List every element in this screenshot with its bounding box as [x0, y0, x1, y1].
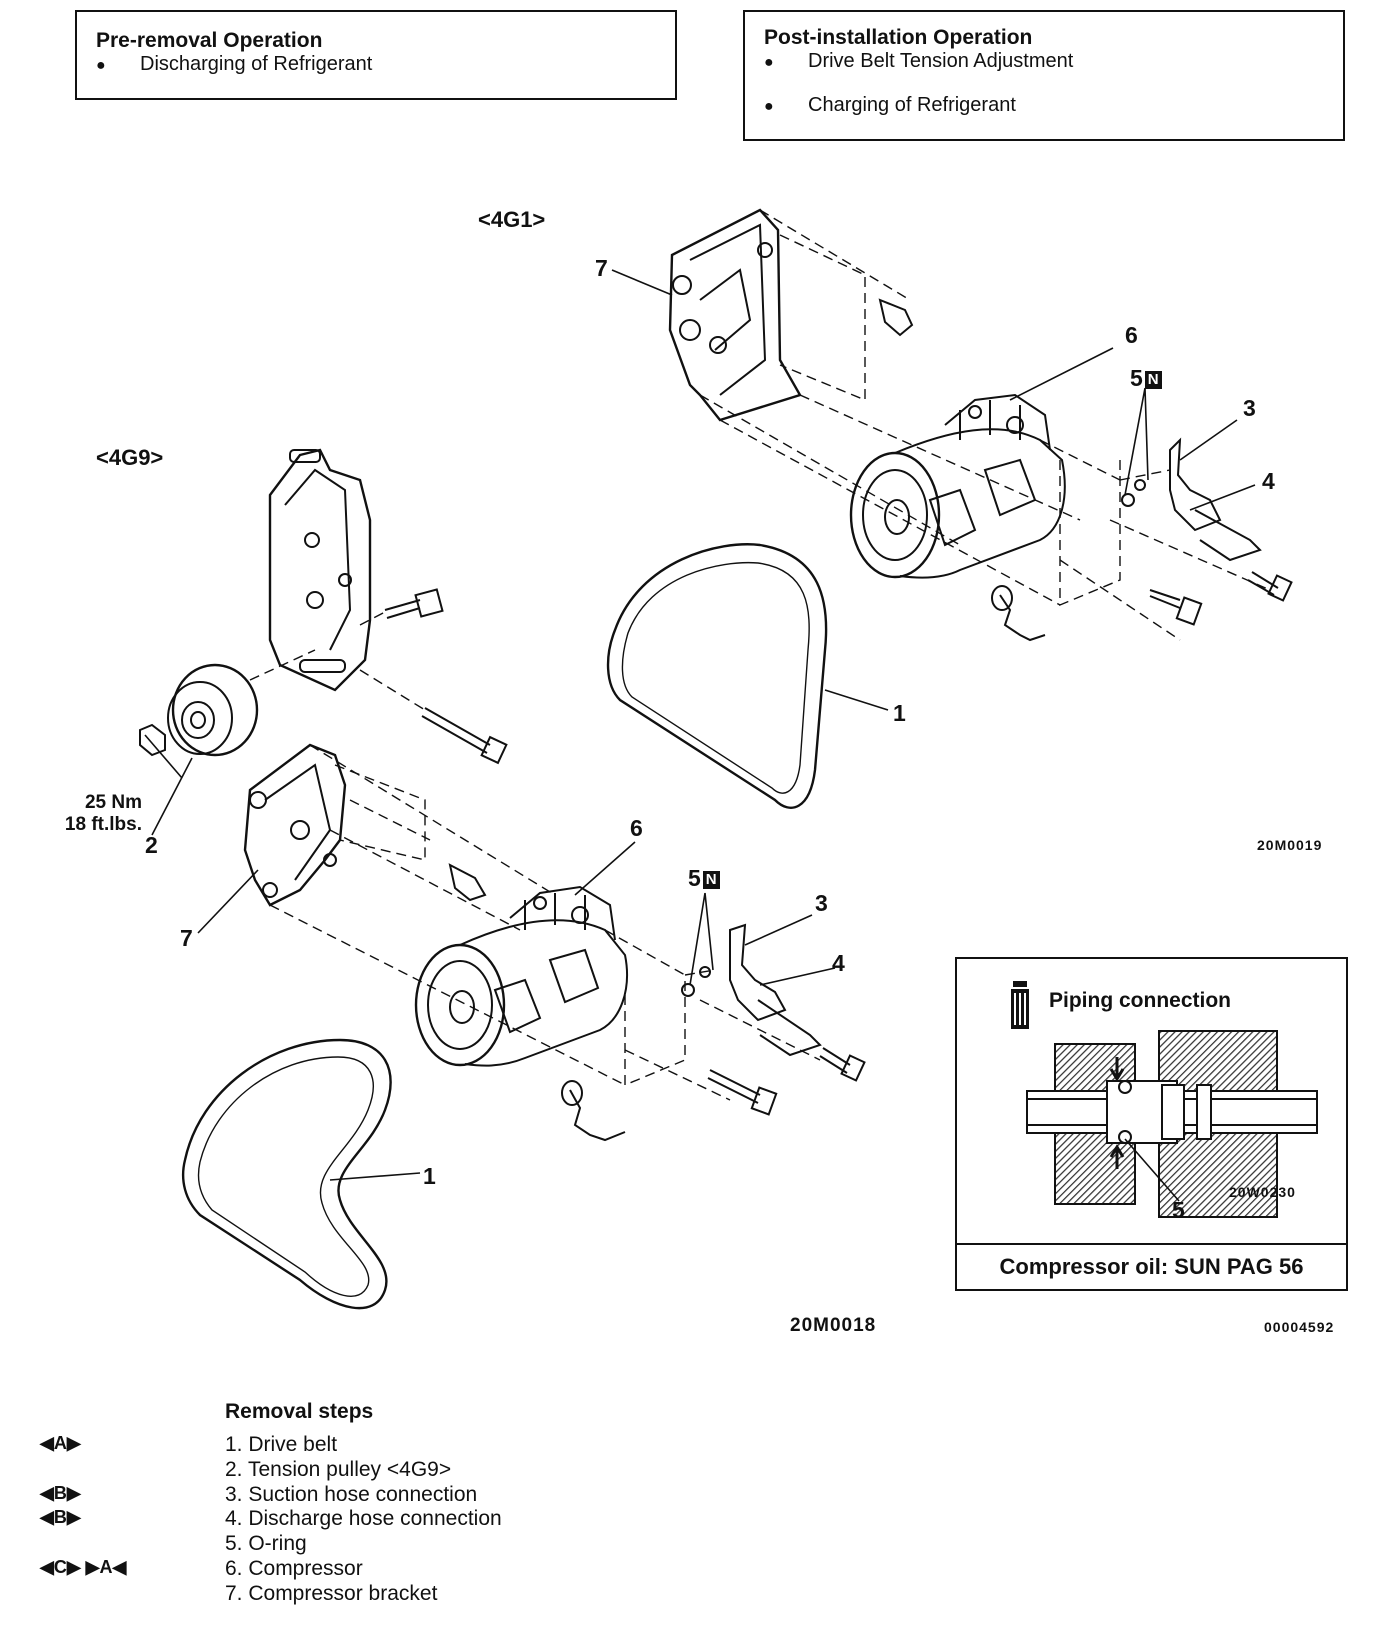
post-installation-item: ● Drive Belt Tension Adjustment: [764, 50, 1073, 73]
removal-step-text: 2. Tension pulley <4G9>: [225, 1458, 452, 1481]
inset-callout-5: 5: [1172, 1197, 1185, 1223]
drive-belt-bottom: [181, 1038, 392, 1310]
hose-fittings-top: [1121, 437, 1262, 562]
callout-3-top: 3: [1243, 395, 1256, 421]
n-badge-icon: N: [702, 871, 720, 889]
sensor-connector-bottom: [561, 1080, 626, 1142]
torque-metric: 25 Nm: [84, 792, 142, 813]
bolts-4g9: [384, 588, 508, 765]
variant-label-4g9: <4G9>: [96, 445, 164, 470]
torque-spec: 25 Nm 18 ft.lbs.: [30, 792, 142, 836]
inset-title: Piping connection: [1049, 989, 1231, 1012]
drive-belt-top: [606, 543, 828, 809]
torque-imperial: 18 ft.lbs.: [64, 814, 142, 835]
callout-2: 2: [145, 832, 158, 858]
service-point-marker: ◀B▶: [40, 1507, 81, 1527]
pipe-section-drawing: [1026, 1030, 1318, 1218]
callout-4-bottom: 4: [832, 950, 845, 976]
service-point-marker: ◀C▶ ▶A◀: [40, 1557, 127, 1577]
removal-step-text: 6. Compressor: [225, 1557, 363, 1580]
callout-1-top: 1: [893, 700, 906, 726]
removal-step-text: 4. Discharge hose connection: [225, 1507, 502, 1530]
inset-figure-code: 20W0230: [1229, 1184, 1296, 1200]
callout-6-top: 6: [1125, 322, 1138, 348]
post-installation-box: Post-installation Operation ● Drive Belt …: [743, 10, 1345, 141]
bracket-4g9: [268, 448, 372, 692]
figure-code-bottom: 20M0018: [790, 1315, 877, 1336]
callout-6-bottom: 6: [630, 815, 643, 841]
tension-pulley: [167, 663, 259, 757]
pre-removal-title: Pre-removal Operation: [96, 29, 323, 52]
post-installation-item: ● Charging of Refrigerant: [764, 94, 1016, 117]
removal-step-text: 1. Drive belt: [225, 1433, 338, 1456]
bullet-icon: ●: [96, 57, 106, 74]
removal-step-text: 5. O-ring: [225, 1532, 307, 1555]
service-point-marker: ◀A▶: [40, 1433, 81, 1453]
piping-connection-inset: Piping connection 5 20W0230 Compressor o…: [955, 957, 1348, 1291]
removal-step-text: 3. Suction hose connection: [225, 1483, 478, 1506]
leader-lines: [144, 269, 1256, 1181]
bullet-icon: ●: [764, 54, 774, 71]
bolts-bottom: [448, 863, 866, 1116]
post-installation-item-text: Charging of Refrigerant: [808, 94, 1016, 116]
oil-can-icon: [1011, 981, 1029, 1029]
compressor-bottom: [414, 885, 629, 1067]
callout-7-bottom: 7: [180, 925, 193, 951]
pulley-nut: [139, 723, 166, 757]
pre-removal-item: ● Discharging of Refrigerant: [96, 53, 372, 76]
bracket-bottom: [243, 743, 347, 907]
mount-box-top: [699, 209, 1271, 641]
removal-steps-title: Removal steps: [225, 1400, 374, 1423]
bolts-top: [878, 298, 1293, 626]
callout-5-bottom-number: 5: [688, 865, 701, 891]
figure-code-top: 20M0019: [1257, 837, 1323, 853]
hose-fittings-bottom: [681, 923, 822, 1057]
service-point-marker: ◀B▶: [40, 1483, 81, 1503]
callout-3-bottom: 3: [815, 890, 828, 916]
callout-7-top: 7: [595, 255, 608, 281]
bullet-icon: ●: [764, 98, 774, 115]
post-installation-title: Post-installation Operation: [764, 26, 1033, 49]
callout-1-bottom: 1: [423, 1163, 436, 1189]
compressor-oil-note: Compressor oil: SUN PAG 56: [957, 1243, 1346, 1289]
removal-step-text: 7. Compressor bracket: [225, 1582, 438, 1605]
callout-4-top: 4: [1262, 468, 1275, 494]
document-code: 00004592: [1264, 1319, 1335, 1335]
bracket-top: [668, 208, 802, 422]
compressor-top: [849, 393, 1066, 579]
post-installation-item-text: Drive Belt Tension Adjustment: [808, 50, 1074, 72]
pre-removal-box: Pre-removal Operation ● Discharging of Re…: [75, 10, 677, 100]
pre-removal-item-text: Discharging of Refrigerant: [140, 53, 373, 75]
variant-label-4g1: <4G1>: [478, 207, 546, 232]
sensor-connector-top: [991, 585, 1046, 642]
mount-box-bottom: [269, 744, 821, 1101]
piping-connection-drawing: [1011, 981, 1318, 1218]
n-badge-icon: N: [1144, 371, 1162, 389]
callout-5-top-number: 5: [1130, 365, 1143, 391]
pulley-axis-lines: [249, 611, 426, 711]
